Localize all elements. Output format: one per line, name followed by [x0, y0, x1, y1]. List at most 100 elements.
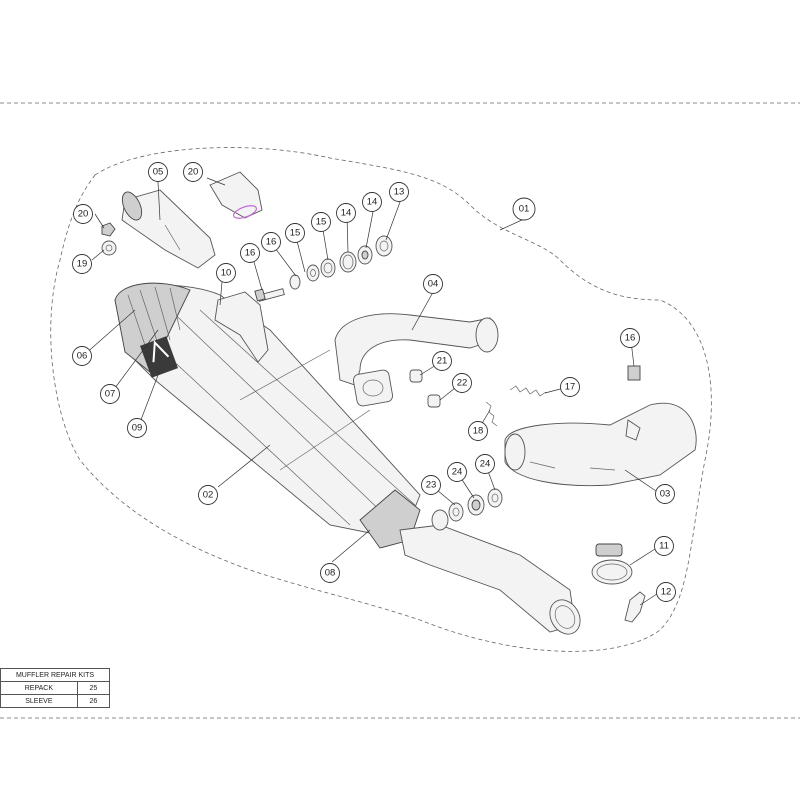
callout-15: 15: [285, 223, 305, 243]
callout-number: 16: [266, 237, 277, 248]
callout-number: 17: [565, 382, 576, 393]
callout-16: 16: [620, 328, 640, 348]
callout-circle: [311, 212, 331, 232]
callout-number: 16: [245, 248, 256, 259]
callout-number: 09: [132, 423, 143, 434]
callout-13: 13: [389, 182, 409, 202]
callout-circle: [468, 421, 488, 441]
callout-number: 03: [660, 489, 671, 500]
callout-number: 20: [188, 167, 199, 178]
callout-circle: [656, 582, 676, 602]
callout-18: 18: [468, 421, 488, 441]
callout-21: 21: [432, 351, 452, 371]
callout-01: 01: [512, 197, 536, 221]
repair-kit-number: 26: [76, 694, 111, 708]
callout-circle: [240, 243, 260, 263]
part-end-cap: [209, 171, 263, 219]
callout-number: 23: [426, 480, 437, 491]
callout-17: 17: [560, 377, 580, 397]
callout-number: 24: [480, 459, 491, 470]
callout-07: 07: [100, 384, 120, 404]
callout-circle: [320, 563, 340, 583]
part-header-pipe-03: [504, 402, 697, 487]
callout-06: 06: [72, 346, 92, 366]
callout-number: 08: [325, 568, 336, 579]
repair-kits-table: MUFFLER REPAIR KITS REPACK 25 SLEEVE 26: [0, 668, 111, 708]
part-hanger-bracket: [214, 291, 269, 363]
part-spring-hook: [624, 591, 646, 623]
callout-20: 20: [183, 162, 203, 182]
callout-03: 03: [655, 484, 675, 504]
callout-number: 02: [203, 490, 214, 501]
callout-10: 10: [216, 263, 236, 283]
part-spacer-b: [427, 394, 441, 408]
callout-number: 05: [153, 167, 164, 178]
callout-number: 20: [78, 209, 89, 220]
callout-14: 14: [362, 192, 382, 212]
callout-number: 21: [437, 356, 448, 367]
callout-number: 10: [221, 268, 232, 279]
callout-20: 20: [73, 204, 93, 224]
callout-09: 09: [127, 418, 147, 438]
callout-circle: [475, 454, 495, 474]
callout-circle: [447, 462, 467, 482]
callout-08: 08: [320, 563, 340, 583]
callout-19: 19: [72, 254, 92, 274]
callout-labels: 01 02 03 04 05 06 07 08 09 10 11 12 13 14 14 15 15 16 16 16…: [72, 162, 676, 602]
part-spring-b: [485, 401, 498, 427]
callout-circle: [216, 263, 236, 283]
repair-kit-number: 25: [76, 681, 111, 695]
callout-circle: [127, 418, 147, 438]
repair-kit-name: SLEEVE: [0, 694, 78, 708]
callout-number: 22: [457, 378, 468, 389]
part-nut: [101, 222, 116, 237]
part-header-pipe-04: [334, 313, 499, 407]
callout-circle: [198, 485, 218, 505]
callout-24: 24: [475, 454, 495, 474]
callout-circle: [389, 182, 409, 202]
callout-14: 14: [336, 203, 356, 223]
callout-12: 12: [656, 582, 676, 602]
callout-number: 12: [661, 587, 672, 598]
callout-circle: [560, 377, 580, 397]
callout-number: 15: [316, 217, 327, 228]
callout-circle: [72, 346, 92, 366]
part-inner-sleeve: [121, 189, 216, 269]
callout-11: 11: [654, 536, 674, 556]
callout-circle: [512, 197, 536, 221]
part-spacer-a: [409, 369, 423, 383]
callout-circle: [620, 328, 640, 348]
callout-23: 23: [421, 475, 441, 495]
callout-number: 04: [428, 279, 439, 290]
callout-circle: [73, 204, 93, 224]
callout-number: 18: [473, 426, 484, 437]
repair-kit-name: REPACK: [0, 681, 78, 695]
callout-number: 07: [105, 389, 116, 400]
callout-number: 24: [452, 467, 463, 478]
callout-number: 11: [659, 541, 669, 552]
callout-number: 16: [625, 333, 636, 344]
callout-number: 06: [77, 351, 88, 362]
callout-number: 15: [290, 228, 301, 239]
assembly-boundary: [50, 147, 712, 652]
callout-02: 02: [198, 485, 218, 505]
callout-04: 04: [423, 274, 443, 294]
callout-circle: [336, 203, 356, 223]
logo-plate: [140, 336, 178, 378]
callout-number: 13: [394, 187, 405, 198]
callout-circle: [654, 536, 674, 556]
callout-circle: [261, 232, 281, 252]
callout-circle: [148, 162, 168, 182]
callout-circle: [452, 373, 472, 393]
leader-lines: [83, 177, 661, 606]
callout-05: 05: [148, 162, 168, 182]
part-spring-a: [509, 385, 547, 397]
part-bolt-stack: [254, 235, 393, 302]
callout-16: 16: [261, 232, 281, 252]
callout-circle: [423, 274, 443, 294]
callout-circle: [285, 223, 305, 243]
part-clip: [627, 365, 641, 381]
repair-kits-header: MUFFLER REPAIR KITS: [0, 668, 110, 682]
